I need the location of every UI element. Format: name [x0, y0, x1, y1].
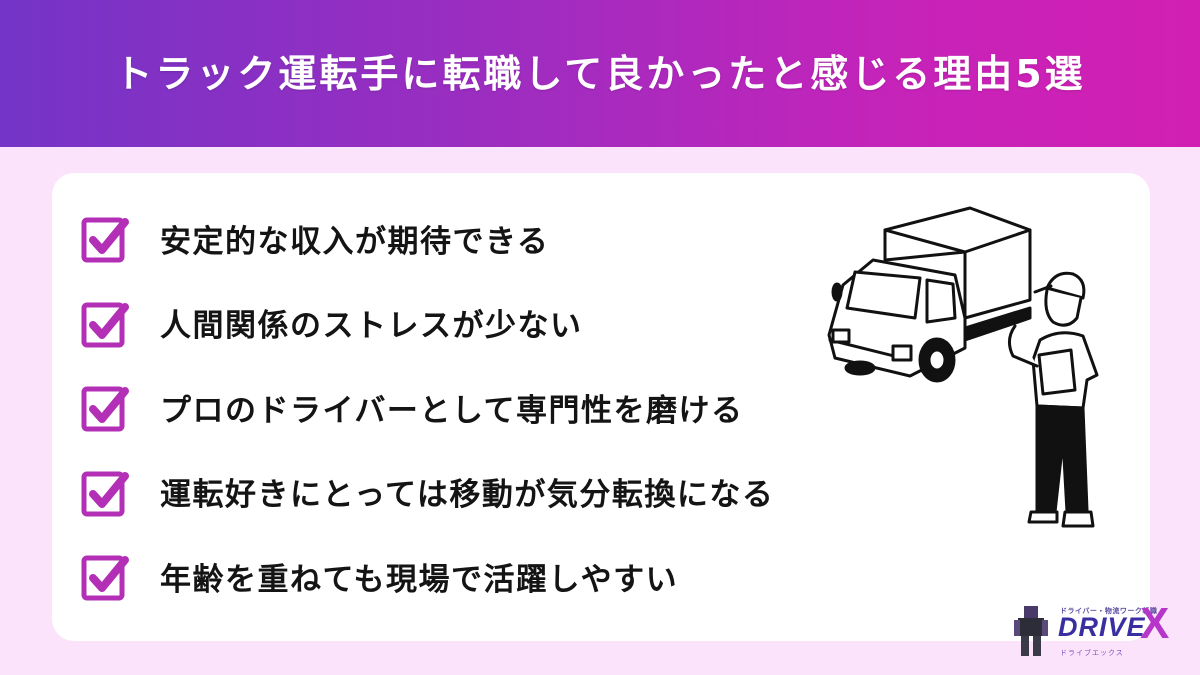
logo-brand: DRIVE — [1058, 612, 1146, 642]
logo-tagline-top: ドライバー・物流ワーク転職 — [1060, 607, 1158, 615]
title-banner: トラック運転手に転職して良かったと感じる理由5選 — [0, 0, 1200, 147]
checkbox-checked-icon — [80, 548, 134, 604]
list-item: 人間関係のストレスが少ない — [80, 299, 774, 347]
reason-label: 運転好きにとっては移動が気分転換になる — [160, 477, 775, 513]
list-item: 年齢を重ねても現場で活躍しやすい — [80, 552, 774, 601]
list-item: プロのドライバーとして専門性を磨ける — [80, 383, 774, 432]
list-item: 運転好きにとっては移動が気分転換になる — [80, 468, 774, 516]
drive-x-logo: ドライバー・物流ワーク転職 DRIVE X ドライブエックス — [1012, 596, 1190, 666]
page-title: トラック運転手に転職して良かったと感じる理由5選 — [114, 52, 1086, 96]
logo-tagline-bottom: ドライブエックス — [1060, 649, 1124, 657]
reasons-list: 安定的な収入が期待できる 人間関係のストレスが少ない プロのドライバーとして専門… — [80, 214, 774, 601]
checkbox-checked-icon — [80, 295, 134, 351]
reason-label: 人間関係のストレスが少ない — [160, 308, 583, 344]
reason-label: 年齢を重ねても現場で活躍しやすい — [160, 561, 679, 598]
list-item: 安定的な収入が期待できる — [80, 214, 774, 263]
truck-icon — [827, 206, 1099, 528]
reason-label: プロのドライバーとして専門性を磨ける — [160, 392, 744, 429]
reason-label: 安定的な収入が期待できる — [160, 223, 550, 260]
checkbox-checked-icon — [80, 464, 134, 520]
truck-driver-illustration — [815, 200, 1115, 540]
checkbox-checked-icon — [80, 379, 134, 435]
robot-mascot-icon — [1014, 606, 1048, 656]
logo-brand-mark: X — [1140, 599, 1170, 648]
checkbox-checked-icon — [80, 210, 134, 266]
